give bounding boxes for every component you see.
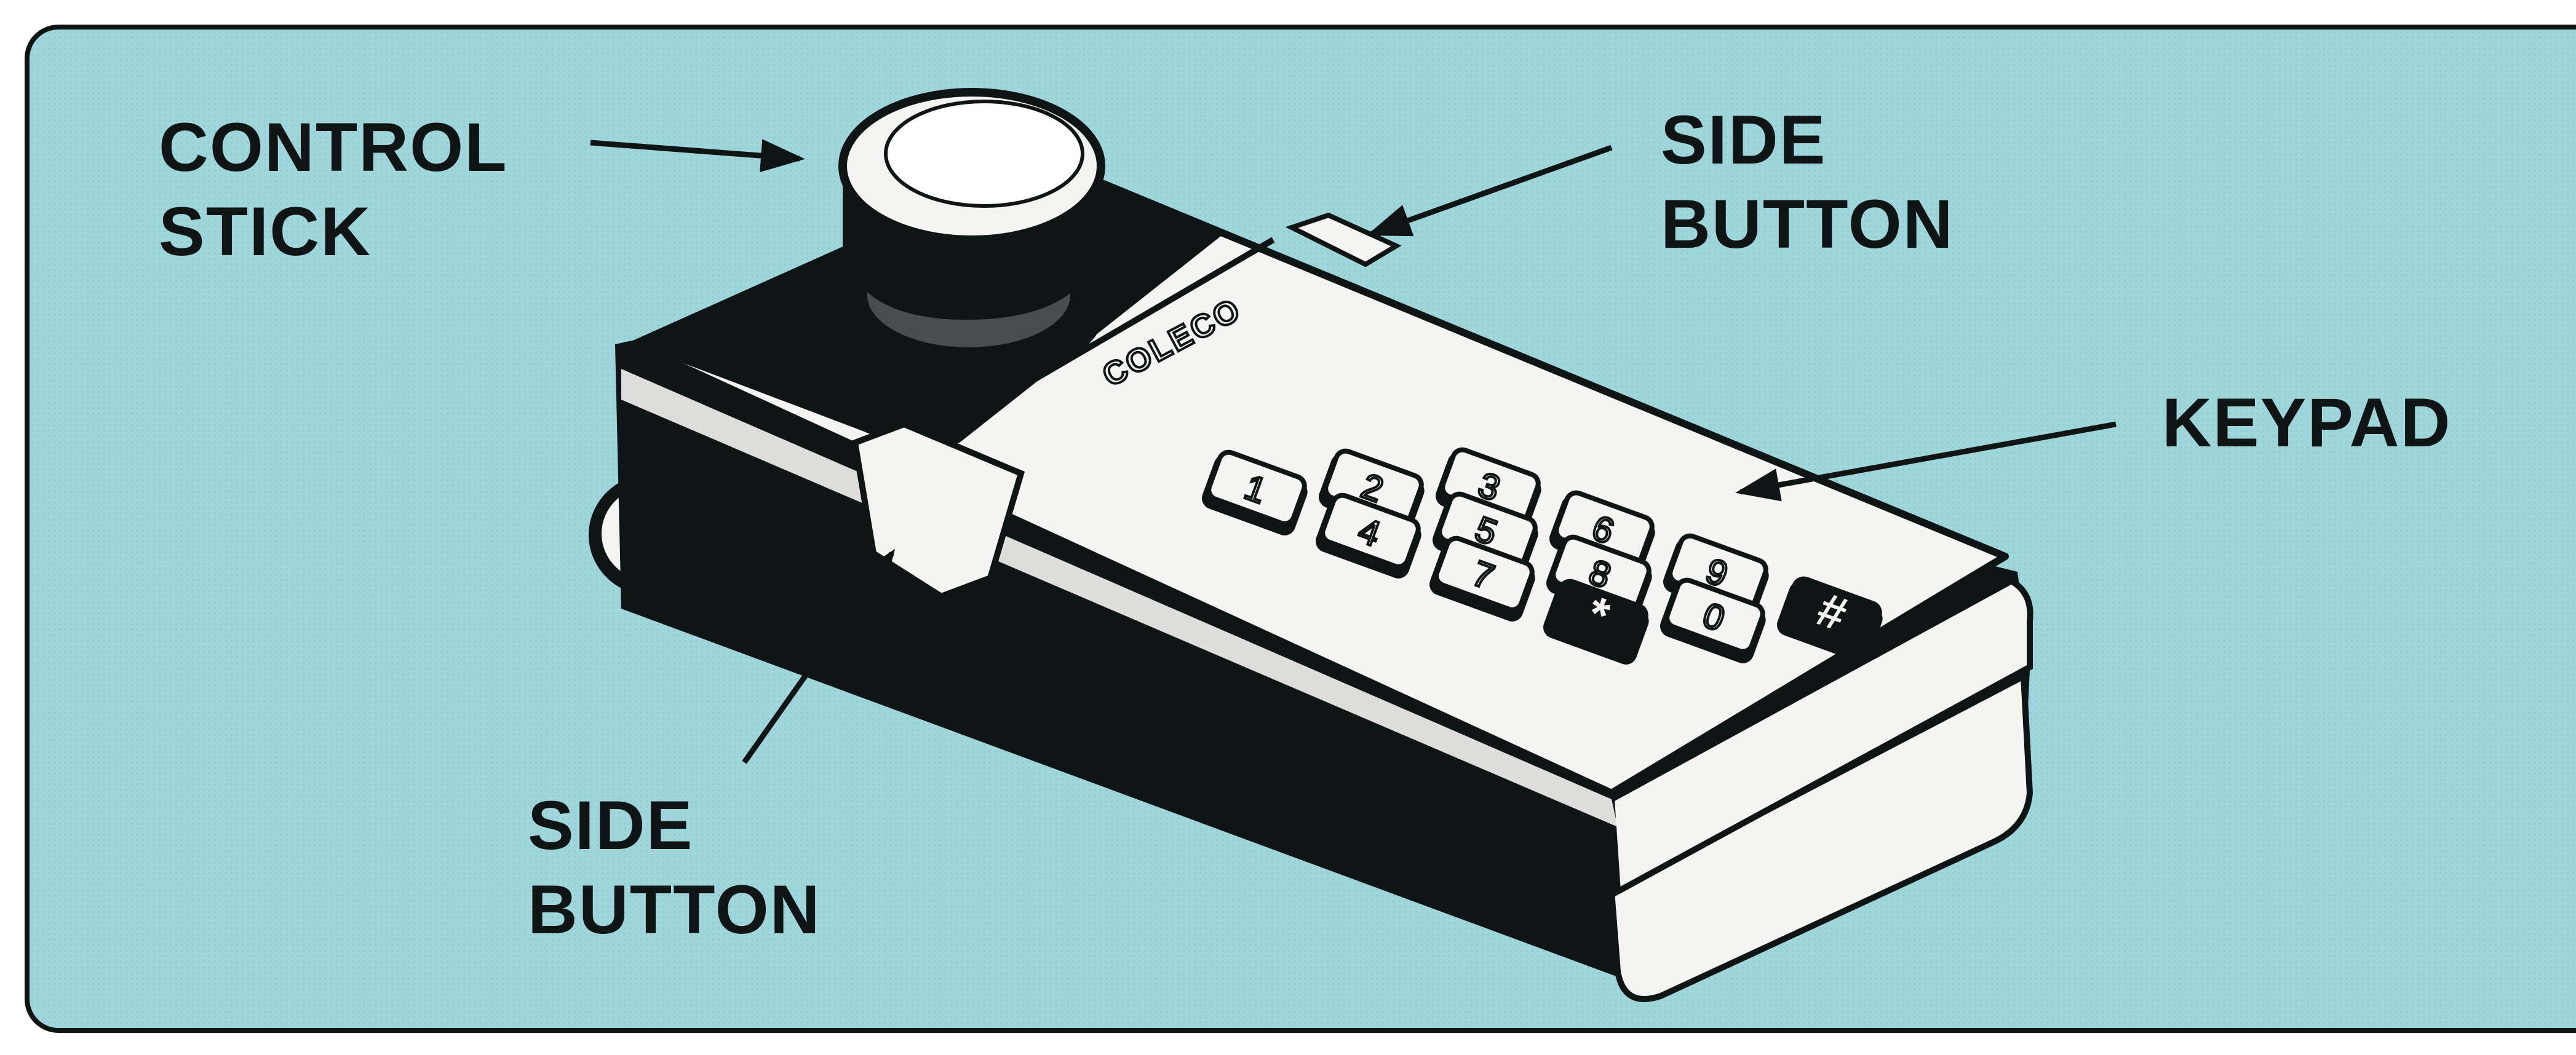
keypad-key-face [1434,535,1535,612]
controller-body [615,156,2033,1002]
keypad-key: 1 [1201,449,1308,535]
keypad-key: 0 [1660,577,1766,663]
arrow-control-stick [590,139,805,173]
arrow-side-button-bottom [742,548,896,764]
keypad-key: # [1776,576,1883,662]
keypad-key-face [1548,579,1648,655]
arrow-keypad [1735,421,2117,502]
label-keypad: KEYPAD [2162,384,2452,461]
label-control-stick: CONTROL STICK [159,109,508,270]
keypad-key: 4 [1315,492,1421,579]
keypad-key-face [1781,576,1882,653]
control-stick [827,88,1105,384]
keypad-key: 7 [1429,535,1535,622]
keypad-key-face [1206,449,1307,526]
keypad-key-face [1664,577,1765,654]
keypad-key: * [1543,579,1649,665]
keypad-key-face [1320,492,1421,569]
label-side-button-bottom: SIDE BUTTON [528,787,821,948]
label-side-button-top: SIDE BUTTON [1661,101,1954,263]
arrow-side-button-top [1366,144,1613,237]
